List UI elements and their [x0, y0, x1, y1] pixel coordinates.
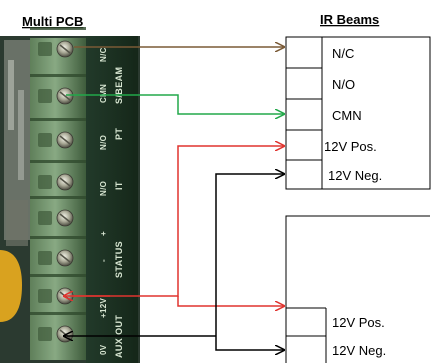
pcb-label-pt: PT: [114, 128, 124, 140]
wire-entry: [38, 133, 52, 147]
screw-slot: [59, 44, 71, 54]
ir-beam-terminal-label: 12V Pos.: [332, 315, 385, 330]
pcb-label-strip: [86, 36, 138, 363]
ir-beam-terminal-label: CMN: [332, 108, 362, 123]
terminal-separator: [30, 160, 86, 163]
wires: [64, 47, 284, 350]
screw-slot: [59, 135, 71, 145]
ir-beam-terminal-label: N/O: [332, 77, 355, 92]
terminal-screws: [30, 27, 86, 343]
ir-beam-lower-block: 12V Pos. 12V Neg.: [285, 215, 430, 363]
terminal-separator: [30, 312, 86, 315]
ir-beam-terminal-label: 12V Neg.: [332, 343, 386, 358]
wire-red-lower-pos: [177, 296, 284, 306]
pcb-pin-label: -: [99, 259, 108, 262]
pcb-pin-label: N/O: [99, 135, 108, 150]
wire-entry: [38, 175, 52, 189]
pcb-pin-label: +12V: [99, 298, 108, 318]
ir-beam-terminal-label: N/C: [332, 46, 354, 61]
terminal-separator: [30, 196, 86, 199]
wire-green-cmn: [66, 94, 284, 114]
ir-beam-terminal-label: 12V Neg.: [328, 168, 382, 183]
screw-slot: [59, 253, 71, 263]
wire-entry: [38, 42, 52, 56]
screw-slot: [59, 177, 71, 187]
screw-slot: [59, 91, 71, 101]
capacitor: [0, 250, 22, 322]
wire-black-lower-neg: [215, 336, 284, 350]
wire-entry: [38, 89, 52, 103]
wire-entry: [38, 289, 52, 303]
terminal-separator: [30, 27, 86, 30]
ir-beams-title: IR Beams: [320, 12, 379, 27]
ir-beam-terminal-label: 12V Pos.: [324, 139, 377, 154]
terminal-separator: [30, 274, 86, 277]
pcb-pin-label: 0V: [99, 344, 108, 355]
pcb-label-s-beam: S/BEAM: [114, 67, 124, 104]
pcb-label-status: STATUS: [114, 241, 124, 278]
pcb-pin-label: CMN: [99, 84, 108, 103]
wire-red-upper-pos: [72, 146, 284, 297]
wire-entry: [38, 327, 52, 341]
pcb-pin-label: N/C: [99, 47, 108, 62]
terminal-separator: [30, 74, 86, 77]
pcb-pin-label: N/O: [99, 181, 108, 196]
wire-entry: [38, 251, 52, 265]
multi-pcb-title: Multi PCB: [22, 14, 83, 29]
wire-entry: [38, 211, 52, 225]
terminal-separator: [30, 236, 86, 239]
ir-beam-upper-block: N/C N/O CMN 12V Pos. 12V Neg.: [285, 36, 431, 190]
pcb-label-it: IT: [114, 181, 124, 190]
wire-black-upper-neg: [215, 174, 284, 336]
pcb-pin-label: +: [99, 231, 108, 236]
terminal-separator: [30, 118, 86, 121]
screw-slot: [59, 213, 71, 223]
